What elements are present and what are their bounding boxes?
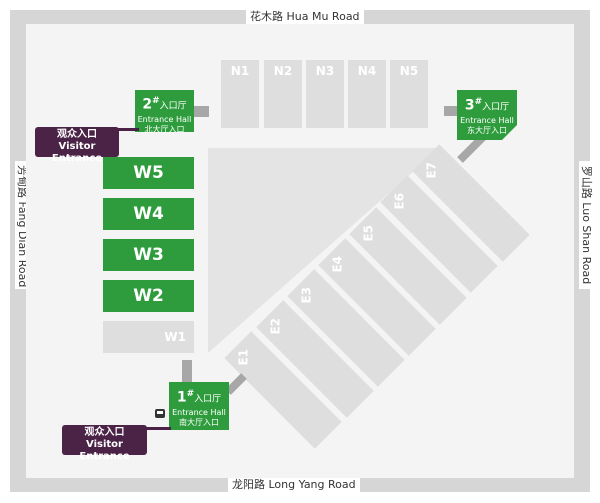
visitor-leader-north	[117, 128, 139, 131]
entrance-3-cn-title: 入口厅	[482, 102, 510, 113]
entrance-1-cn-title: 入口厅	[194, 394, 222, 405]
entrance-2-number: 2	[142, 96, 153, 113]
hall-w1[interactable]: W1	[103, 321, 194, 353]
connector-2	[193, 106, 209, 117]
road-label-north: 花木路 Hua Mu Road	[246, 10, 364, 24]
visitor-south-cn: 观众入口	[84, 427, 125, 438]
bus-icon	[155, 409, 165, 418]
entrance-1-mark: #	[186, 389, 195, 399]
hall-n2[interactable]: N2	[264, 60, 302, 128]
entrance-2-cn-sub: 北大厅入口	[144, 124, 185, 134]
entrance-3-cn-sub: 东大厅入口	[467, 125, 507, 135]
hall-w3[interactable]: W3	[103, 239, 194, 271]
entrance-2-en: Entrance Hall	[137, 114, 192, 124]
entrance-1-number: 1	[176, 389, 187, 406]
entrance-hall-3[interactable]: 3#入口厅 Entrance Hall 东大厅入口	[457, 90, 517, 140]
hall-n4[interactable]: N4	[348, 60, 386, 128]
entrance-2-mark: #	[152, 96, 160, 106]
entrance-2-cn-title: 入口厅	[159, 101, 187, 112]
road-label-south: 龙阳路 Long Yang Road	[228, 478, 360, 492]
entrance-hall-1[interactable]: 1#入口厅 Entrance Hall 南大厅入口	[169, 382, 229, 430]
hall-w2[interactable]: W2	[103, 280, 194, 312]
hall-n5[interactable]: N5	[390, 60, 428, 128]
entrance-3-number: 3	[464, 97, 475, 114]
entrance-3-en: Entrance Hall	[460, 115, 514, 125]
entrance-3-mark: #	[474, 97, 483, 107]
hall-w5[interactable]: W5	[103, 157, 194, 189]
hall-n1[interactable]: N1	[221, 60, 259, 128]
visitor-entrance-north[interactable]: 观众入口 Visitor Entrance	[35, 127, 119, 164]
visitor-north-cn: 观众入口	[57, 129, 97, 140]
visitor-leader-south	[145, 427, 171, 430]
visitor-north-en: Visitor Entrance	[51, 141, 103, 164]
visitor-entrance-south[interactable]: 观众入口 Visitor Entrance	[62, 425, 147, 462]
hall-n3[interactable]: N3	[306, 60, 344, 128]
entrance-1-en: Entrance Hall	[172, 407, 226, 417]
entrance-hall-2[interactable]: 2#入口厅 Entrance Hall 北大厅入口	[135, 90, 194, 134]
connector-w-1	[182, 360, 192, 382]
hall-w4[interactable]: W4	[103, 198, 194, 230]
entrance-1-cn-sub: 南大厅入口	[179, 417, 219, 427]
visitor-south-en: Visitor Entrance	[79, 439, 130, 462]
